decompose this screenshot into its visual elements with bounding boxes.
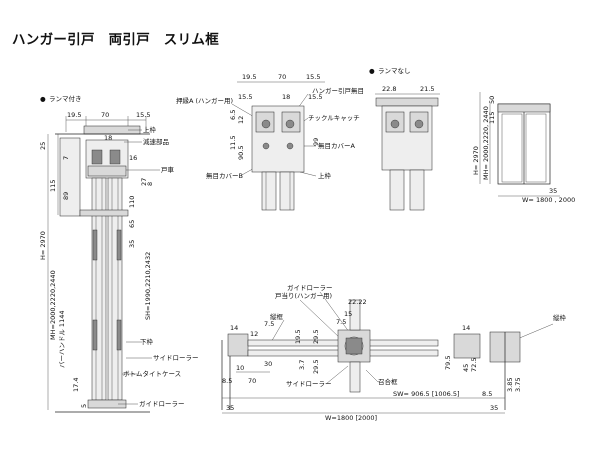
- sec-dim-right-99: 99: [312, 138, 320, 146]
- sec-dim-mid-1: 15.5: [238, 93, 252, 101]
- plan-dim-8-5a: 8.5: [222, 377, 232, 385]
- plan-dim-3-75: 3.75: [514, 378, 522, 392]
- view-elevation: 50 115 H= 2970 MH= 2000,2220, 2440 35 W=…: [472, 92, 575, 204]
- plan-dim-7-5b: 7.5: [336, 318, 346, 326]
- mh-dim: MH=2000,2220,2440: [49, 270, 57, 340]
- dim-left-7: 7: [62, 156, 70, 160]
- dim-left-115: 115: [49, 180, 57, 192]
- plan-dim-45: 45: [462, 364, 470, 372]
- plan-dim-3-7: 3.7: [298, 360, 306, 370]
- dim-left-5: 5: [80, 404, 88, 408]
- dim-left-89: 89: [62, 192, 70, 200]
- bullet-icon: ●: [40, 95, 46, 103]
- label-with-transom: ランマ付き: [49, 94, 82, 103]
- dim-inner-27: 27: [140, 178, 148, 186]
- dim-top-1: 19.5: [67, 111, 81, 119]
- plan-label-jamb: 縦枠: [553, 313, 567, 322]
- plan-dim-35b: 35: [490, 404, 498, 412]
- sec-dim-top-3: 15.5: [306, 73, 320, 81]
- label-catch: チックルキャッチ: [308, 114, 360, 122]
- plan-label-inner-frame: 召合框: [378, 377, 398, 386]
- dim-inner-18: 18: [104, 134, 112, 142]
- plan-dim-8-5b: 8.5: [482, 390, 492, 398]
- callout-door-car: 戸車: [161, 165, 175, 174]
- plan-dim-79-5: 79.5: [444, 356, 452, 370]
- plan-dim-30: 30: [264, 360, 272, 368]
- plan-dim-7-5: 7.5: [264, 320, 274, 328]
- plan-label-vertical-frame: 縦框: [270, 312, 284, 321]
- bullet-icon-2: ●: [369, 67, 375, 75]
- callout-side-roller: サイドローラー: [153, 354, 199, 362]
- callout-damper: 減速部品: [143, 137, 169, 146]
- plan-dim-14b: 14: [462, 324, 470, 332]
- plan-dim-72-5: 72.5: [470, 358, 478, 372]
- callout-guide-roller: ガイドローラー: [139, 399, 185, 408]
- plan-label-guide-roller: ガイドローラー: [287, 283, 333, 292]
- plan-label-side-roller: サイドローラー: [286, 380, 332, 388]
- dim-side-65: 65: [128, 220, 136, 228]
- sec-dim-top-2: 70: [278, 73, 286, 81]
- dim-inner-8: 8: [146, 182, 154, 186]
- plan-dim-29-5a: 29.5: [312, 330, 320, 344]
- plan-dim-3-85: 3.85: [506, 378, 514, 392]
- elev-dim-115: 115: [488, 112, 496, 124]
- overall-height: H= 2970: [39, 231, 47, 260]
- dim-side-35: 35: [128, 240, 136, 248]
- plan-dim-10: 10: [236, 364, 244, 372]
- label-no-eye-top: ハンガー引戸無目: [312, 86, 364, 95]
- view-with-transom: ● ランマ付き 19.5 70 15.5 18 16 16 上枠 減速部品 戸車: [39, 94, 199, 413]
- plan-dim-12: 12: [250, 330, 258, 338]
- view-section-no-transom: ● ランマなし 22.8 21.5: [369, 67, 440, 211]
- label-top-frame-sec: 上枠: [318, 171, 332, 180]
- dim-side-110: 110: [128, 196, 136, 208]
- dim-inner-16b: 16: [129, 154, 137, 162]
- sec-dim-left-12: 12: [237, 116, 245, 124]
- callout-bottom-frame: 下枠: [140, 337, 154, 346]
- plan-dim-15: 15: [344, 310, 352, 318]
- plan-width: W=1800 [2000]: [325, 414, 377, 422]
- callout-top-frame: 上枠: [143, 125, 157, 134]
- sec-dim-mid-3: 15.5: [308, 93, 322, 101]
- label-no-eye-cover-a: 無目カバーA: [318, 141, 356, 150]
- dim-left-17-4: 17.4: [72, 378, 80, 392]
- elev-overall-height: H= 2970: [472, 146, 480, 175]
- plan-dim-29-5b: 29.5: [312, 360, 320, 374]
- plan-dim-14: 14: [230, 324, 238, 332]
- view-section-transom: 19.5 70 15.5 15.5 18 15.5 押縁A (ハンガー用) ハン…: [176, 73, 364, 211]
- sec-dim-mid-2: 18: [282, 93, 290, 101]
- label-no-eye-cover-b: 無目カバーB: [206, 171, 243, 180]
- plan-dim-35a: 35: [226, 404, 234, 412]
- handle-dim: バーハンドル 1144: [58, 311, 66, 368]
- plan-sw: SW= 906.5 [1006.5]: [393, 390, 460, 398]
- elev-dim-35: 35: [549, 187, 557, 195]
- elev-width: W= 1800 , 2000: [522, 196, 575, 204]
- callout-bottom-cover: ボトムタイトケース: [123, 369, 181, 378]
- sec-dim-left-90-5: 90.5: [237, 146, 245, 160]
- elev-dim-50: 50: [488, 96, 496, 104]
- nt-dim-2: 21.5: [420, 85, 434, 93]
- label-no-transom: ランマなし: [378, 67, 411, 75]
- sec-dim-left-6-5: 6.5: [229, 110, 237, 120]
- dim-left-25: 25: [39, 142, 47, 150]
- nt-dim-1: 22.8: [382, 85, 396, 93]
- dim-top-2: 70: [101, 111, 109, 119]
- elev-mh: MH= 2000,2220, 2440: [482, 106, 490, 180]
- sh-dim: SH=1990,2210,2432: [144, 252, 152, 320]
- page-title: ハンガー引戸 両引戸 スリム框: [12, 32, 219, 48]
- plan-dim-22-22: 22.22: [348, 298, 367, 306]
- dim-top-3: 15.5: [136, 111, 150, 119]
- sec-dim-left-11-5: 11.5: [229, 136, 237, 150]
- label-press-edge: 押縁A (ハンガー用): [176, 96, 233, 105]
- view-plan: 戸当り(ハンガー用) ガイドローラー 縦框 サイドローラー 召合框 縦枠 14 …: [221, 283, 567, 422]
- plan-label-door-stop: 戸当り(ハンガー用): [275, 291, 332, 300]
- plan-dim-19-5: 19.5: [294, 330, 302, 344]
- plan-dim-70: 70: [248, 377, 256, 385]
- sec-dim-top-1: 19.5: [242, 73, 256, 81]
